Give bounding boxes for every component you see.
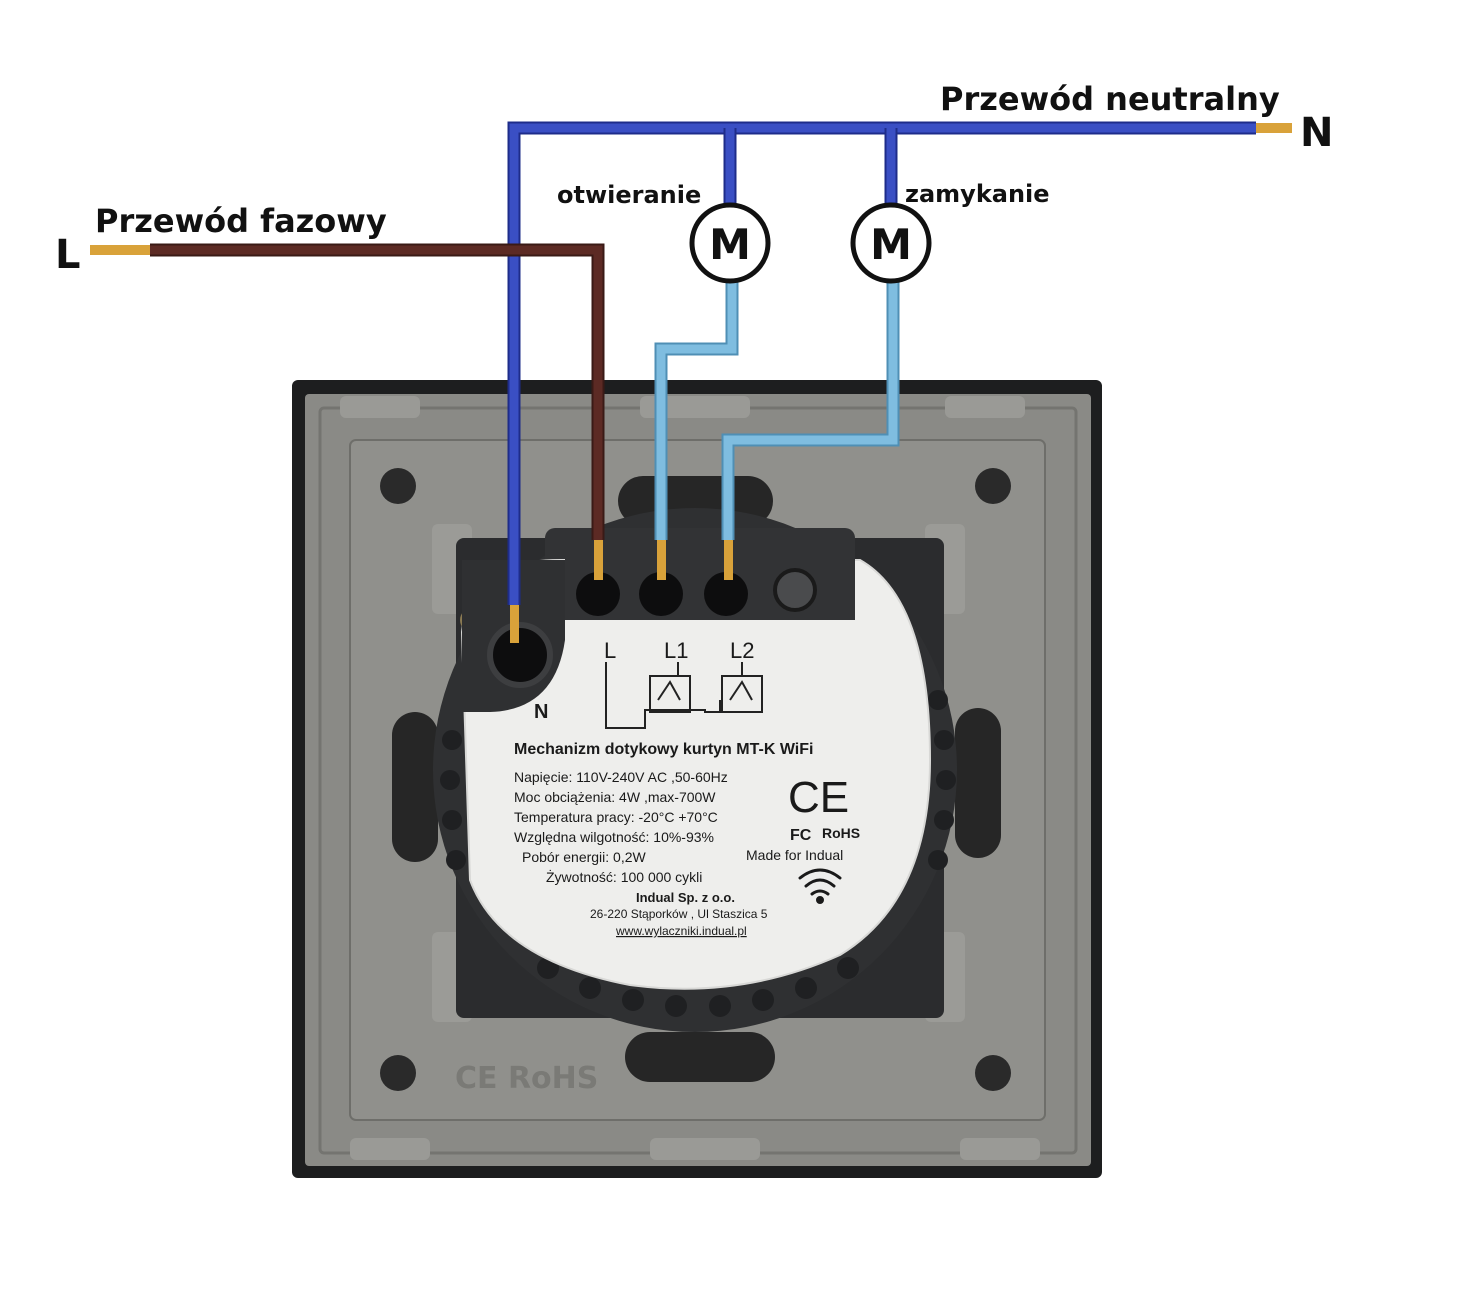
spec-power: Pobór energii: 0,2W <box>522 849 647 865</box>
l1-terminal-copper <box>657 540 666 580</box>
motor-wire-close <box>723 282 898 540</box>
mounting-slot <box>955 708 1001 858</box>
made-for-label: Made for Indual <box>746 847 843 863</box>
rohs-mark: RoHS <box>822 825 860 841</box>
screw-hole <box>975 1055 1011 1091</box>
mounting-slot <box>392 712 438 862</box>
label-terminal-l: L <box>604 638 616 663</box>
frame-tab <box>350 1138 430 1160</box>
motor-close-symbol: M <box>870 220 912 269</box>
close-motor-label: zamykanie <box>905 180 1050 208</box>
phase-wire <box>150 245 603 540</box>
motor-open-symbol: M <box>709 220 751 269</box>
company-website: www.wylaczniki.indual.pl <box>615 924 747 938</box>
spec-humidity: Względna wilgotność: 10%-93% <box>514 829 714 845</box>
mounting-slot <box>625 1032 775 1082</box>
wires <box>150 121 1256 605</box>
neutral-letter: N <box>1300 110 1333 156</box>
ce-mark: CE <box>788 773 849 822</box>
wifi-icon <box>798 868 842 904</box>
spec-temperature: Temperatura pracy: -20°C +70°C <box>514 809 718 825</box>
wire-ends <box>90 123 1292 643</box>
fc-mark: FC <box>790 827 812 844</box>
frame-tab <box>340 396 420 418</box>
frame-tab <box>945 396 1025 418</box>
label-terminal-l2: L2 <box>730 638 754 663</box>
spec-voltage: Napięcie: 110V-240V AC ,50-60Hz <box>514 769 728 785</box>
company-name: Indual Sp. z o.o. <box>636 890 735 905</box>
label-terminal-n: N <box>534 701 548 723</box>
motor-close: M <box>850 202 932 284</box>
neutral-wire-label: Przewód neutralny <box>940 80 1280 118</box>
device-title: Mechanizm dotykowy kurtyn MT-K WiFi <box>514 741 813 758</box>
label-terminal-l1: L1 <box>664 638 688 663</box>
spec-lifetime: Żywotność: 100 000 cykli <box>546 868 702 885</box>
open-motor-label: otwieranie <box>557 181 701 209</box>
label-schematic <box>605 662 763 729</box>
frame-tab <box>650 1138 760 1160</box>
company-address: 26-220 Stąporków , Ul Staszica 5 <box>590 907 768 921</box>
neutral-copper-end <box>1256 123 1292 133</box>
screw-hole <box>380 468 416 504</box>
l-terminal-copper <box>594 540 603 580</box>
l2-terminal-copper <box>724 540 733 580</box>
neutral-wire <box>509 123 1256 605</box>
motor-wire-open <box>656 282 737 540</box>
motor-open: M <box>689 202 771 284</box>
phase-wire-label: Przewód fazowy <box>95 202 387 240</box>
screw-hole <box>975 468 1011 504</box>
frame-ce-rohs-mark: CE RoHS <box>455 1061 598 1096</box>
frame-tab <box>960 1138 1040 1160</box>
screw-hole <box>380 1055 416 1091</box>
n-terminal-copper <box>510 605 519 643</box>
spec-load: Moc obciążenia: 4W ,max-700W <box>514 789 716 805</box>
phase-copper-end <box>90 245 150 255</box>
phase-letter: L <box>55 232 81 278</box>
